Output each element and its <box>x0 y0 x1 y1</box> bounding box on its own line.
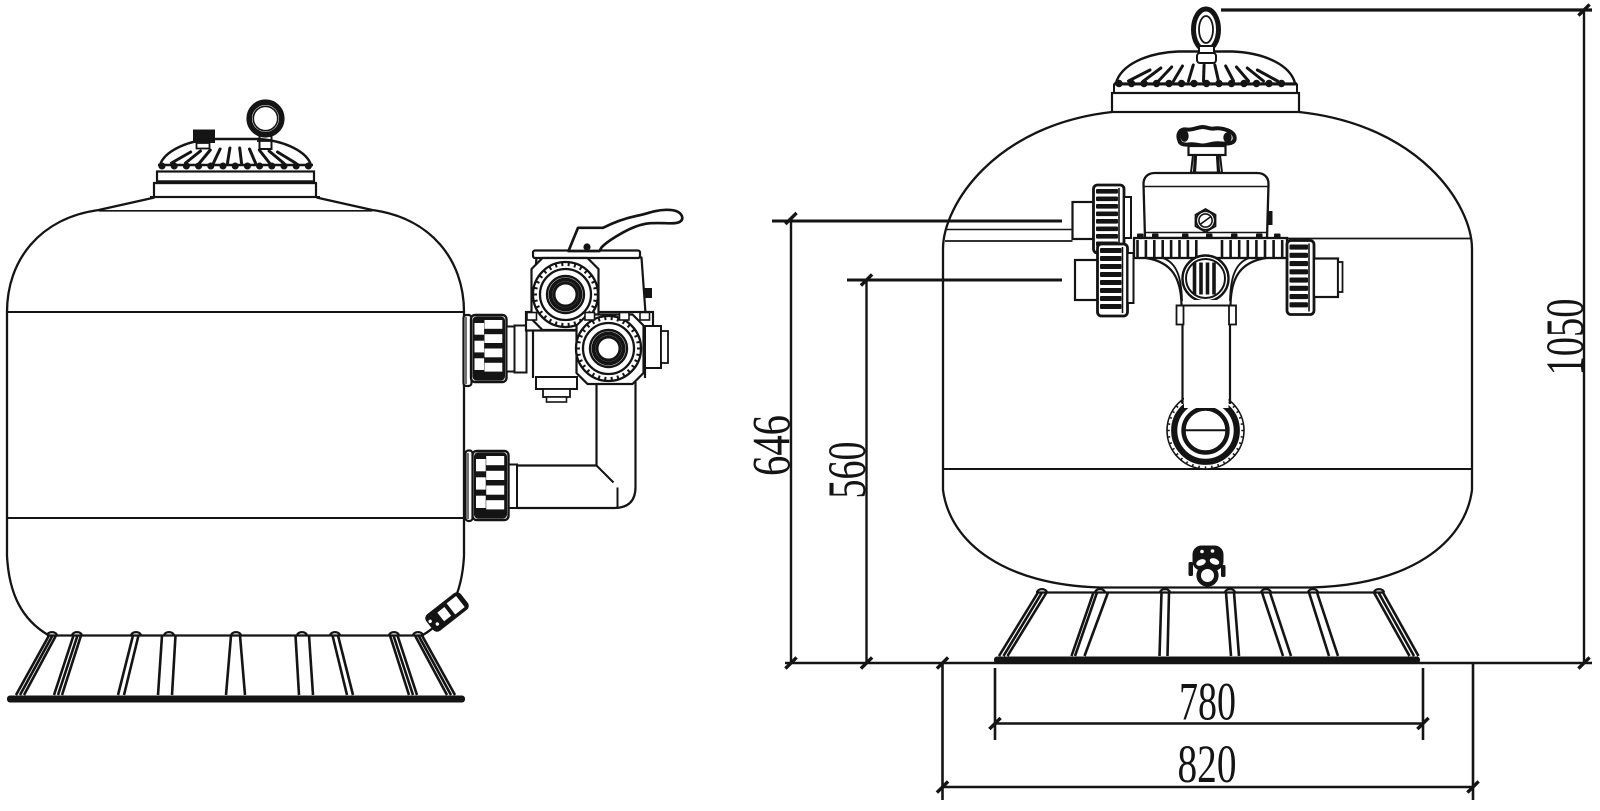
svg-text:560: 560 <box>817 442 877 499</box>
svg-text:780: 780 <box>1179 672 1236 732</box>
svg-text:646: 646 <box>742 415 802 476</box>
svg-text:820: 820 <box>1178 734 1237 794</box>
svg-text:1050: 1050 <box>1535 299 1595 376</box>
